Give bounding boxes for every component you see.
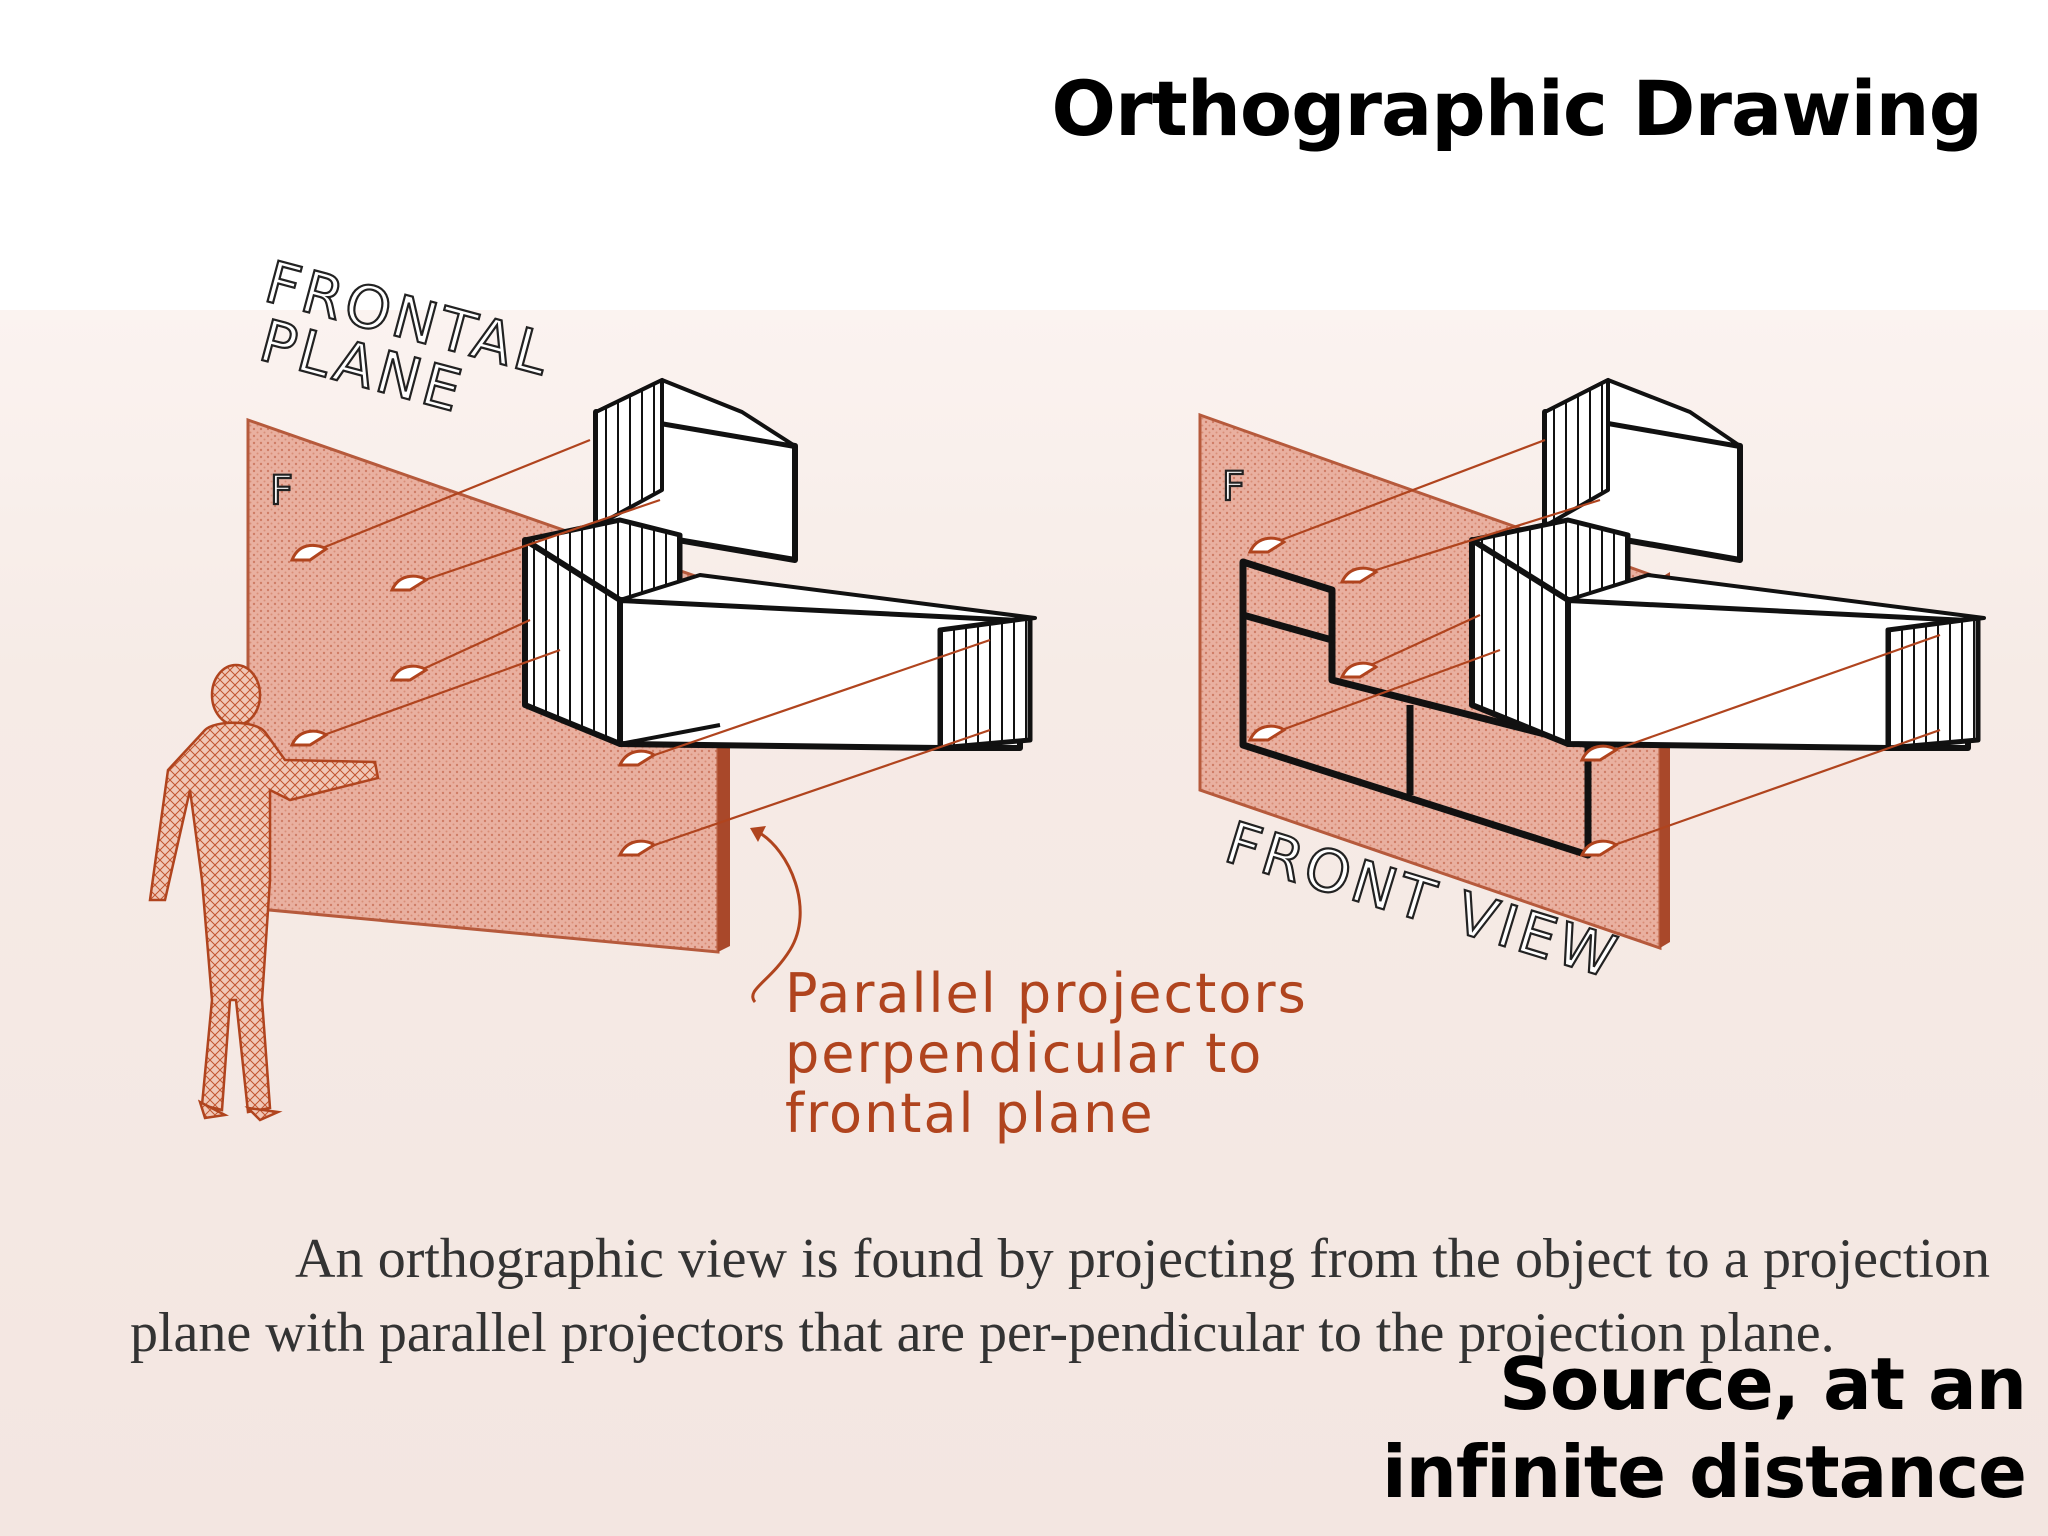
- object-right: [1469, 378, 1986, 751]
- caption-text: An orthographic view is found by project…: [130, 1228, 1990, 1364]
- object-left: [522, 378, 1037, 751]
- plane-letter-left: F: [270, 468, 293, 514]
- callout-line3: frontal plane: [785, 1082, 1155, 1145]
- source-note: Source, at an infinite distance: [1381, 1340, 2027, 1516]
- projector-arrowheads-left: [289, 543, 657, 857]
- frontal-plane-label: FRONTAL PLANE: [252, 247, 561, 427]
- projectors-right: [1267, 438, 1941, 852]
- observer-figure: [148, 663, 380, 1122]
- source-note-line2: infinite distance: [1381, 1430, 2027, 1514]
- projector-arrowheads-right: [1247, 536, 1619, 857]
- projectors-left: [309, 438, 991, 852]
- callout-line2: perpendicular to: [785, 1022, 1263, 1085]
- caption: An orthographic view is found by project…: [130, 1222, 1990, 1370]
- source-note-line1: Source, at an: [1499, 1342, 2027, 1426]
- callout-line1: Parallel projectors: [785, 962, 1308, 1025]
- callout-arrow: [750, 826, 766, 842]
- plane-letter-right: F: [1222, 464, 1245, 510]
- callout-leader: [751, 830, 802, 1003]
- slide-title: Orthographic Drawing: [1051, 64, 1983, 153]
